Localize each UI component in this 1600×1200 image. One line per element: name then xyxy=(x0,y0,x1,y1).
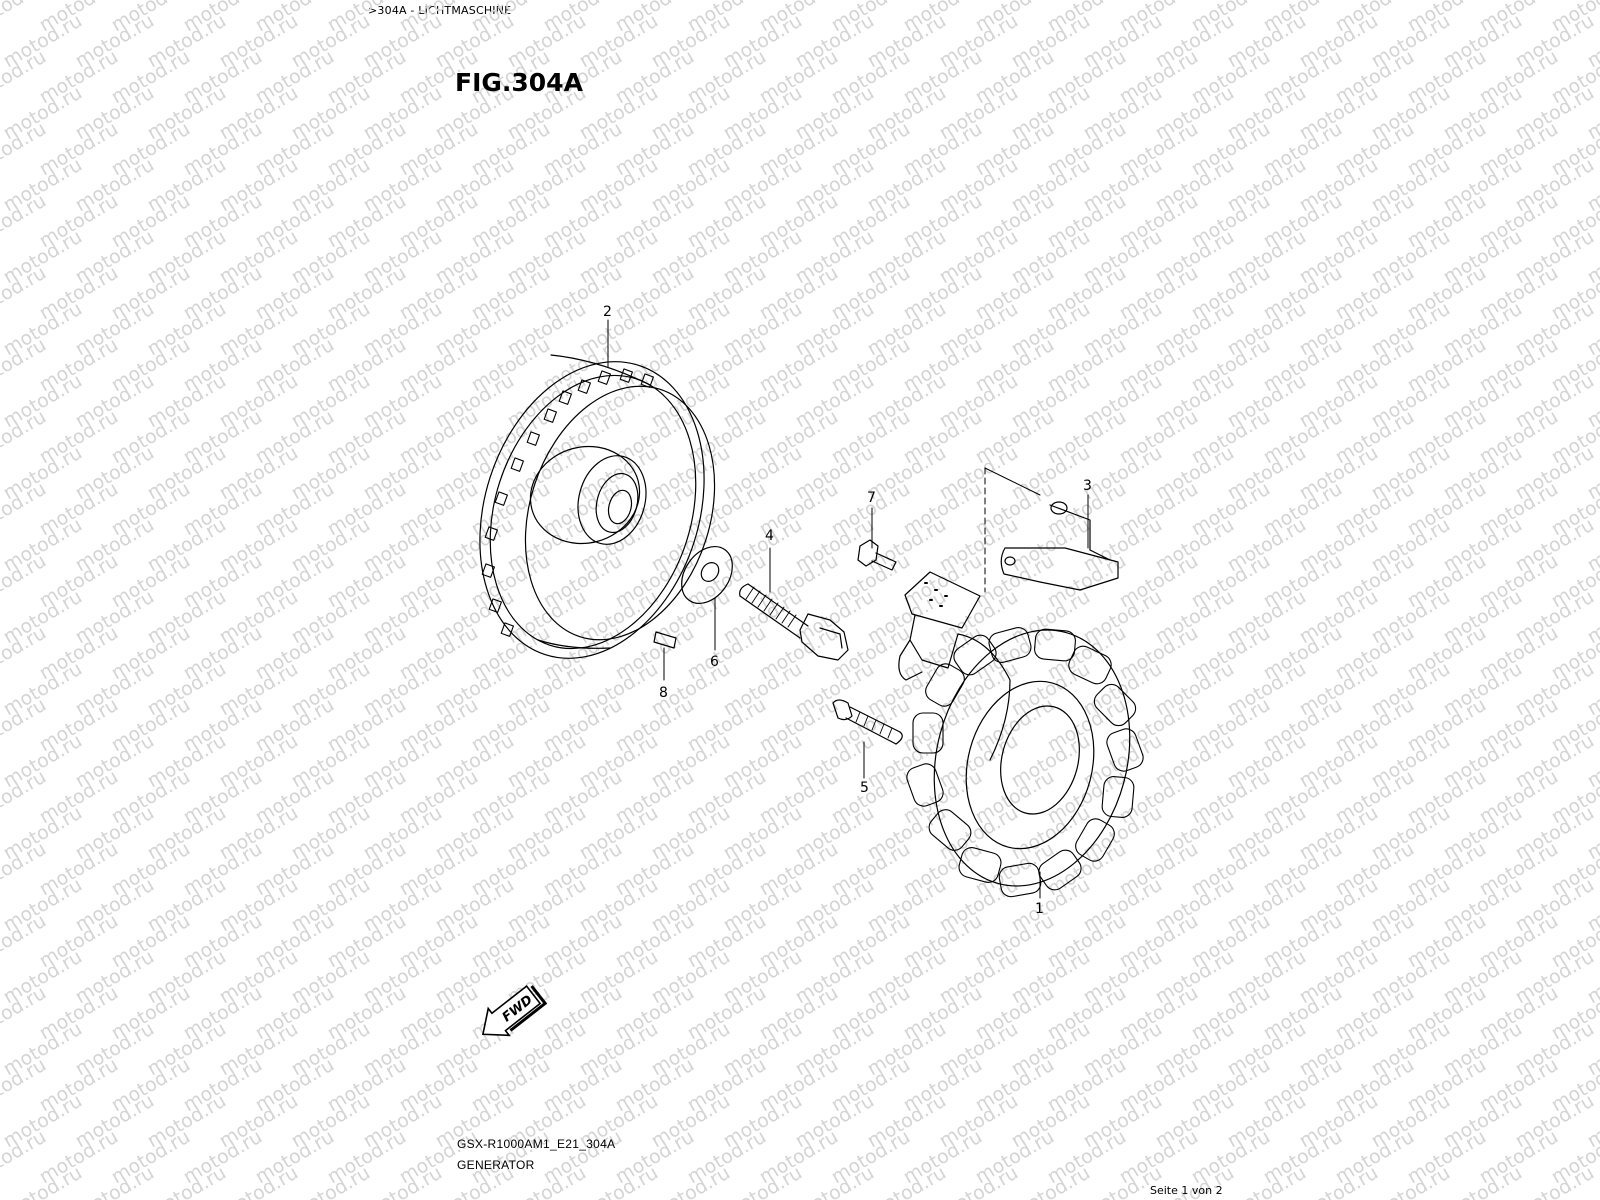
stator-part xyxy=(906,627,1144,898)
model-code: GSX-R1000AM1_E21_304A xyxy=(457,1137,616,1151)
callout-2: 2 xyxy=(603,304,612,320)
fwd-arrow-icon: FWD xyxy=(481,985,548,1037)
breadcrumb: >304A - LICHTMASCHINE xyxy=(368,4,512,17)
rotor-bolt-part xyxy=(739,583,849,661)
leader-lines xyxy=(607,319,1089,899)
rotor-part xyxy=(479,354,716,659)
stator-bolt-part xyxy=(832,699,903,745)
washer-part xyxy=(681,546,733,604)
small-bolt-part xyxy=(857,539,897,571)
rotor-windows xyxy=(481,368,654,637)
callout-8: 8 xyxy=(659,685,668,701)
callout-labels: 1 2 3 4 5 6 7 8 xyxy=(603,304,1092,917)
callout-1: 1 xyxy=(1035,901,1044,917)
callout-5: 5 xyxy=(860,780,869,796)
callout-3: 3 xyxy=(1083,478,1092,494)
bracket-part xyxy=(1000,501,1119,591)
callout-4: 4 xyxy=(765,528,774,544)
part-name: GENERATOR xyxy=(457,1158,535,1172)
connector-part xyxy=(898,571,1011,761)
callout-7: 7 xyxy=(867,490,876,506)
page-indicator: Seite 1 von 2 xyxy=(1150,1184,1223,1197)
callout-6: 6 xyxy=(710,654,719,670)
key-part xyxy=(653,631,677,649)
